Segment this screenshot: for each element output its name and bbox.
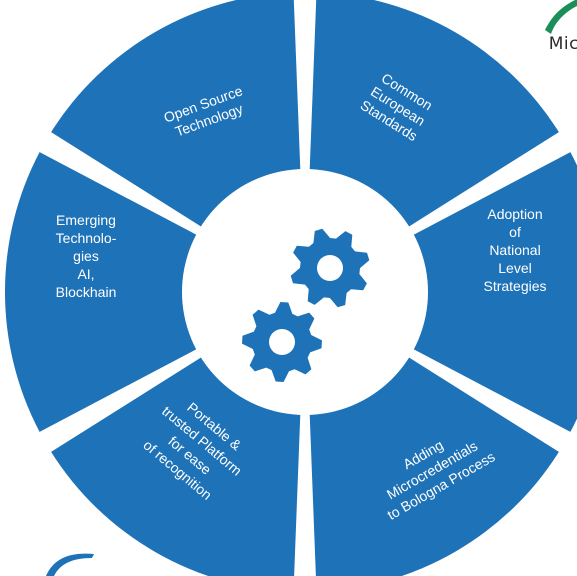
segment-label-line: Strategies (483, 278, 546, 294)
brand-text: Mic (548, 34, 577, 54)
gear-hole (269, 329, 295, 355)
segment-label-line: AI, (77, 266, 94, 282)
brand-logo: Mic (515, 0, 577, 60)
gears-icon (242, 228, 370, 382)
segment-label-line: Adoption (487, 206, 542, 222)
swoosh-icon (46, 553, 94, 576)
segment-label-line: Technolo- (56, 230, 117, 246)
segment-label-line: Level (498, 260, 531, 276)
leaf-icon (545, 0, 577, 34)
segment-label-line: gies (73, 248, 99, 264)
segment-label-line: Emerging (56, 212, 116, 228)
segment-label-line: Blockhain (56, 284, 117, 300)
segment-emerging-technologies (4, 152, 305, 432)
segment-national-strategies (305, 152, 577, 432)
center-circle (182, 169, 428, 415)
segment-label-line: of (509, 224, 521, 240)
gear-hole (317, 255, 343, 281)
segment-label-line: National (489, 242, 540, 258)
